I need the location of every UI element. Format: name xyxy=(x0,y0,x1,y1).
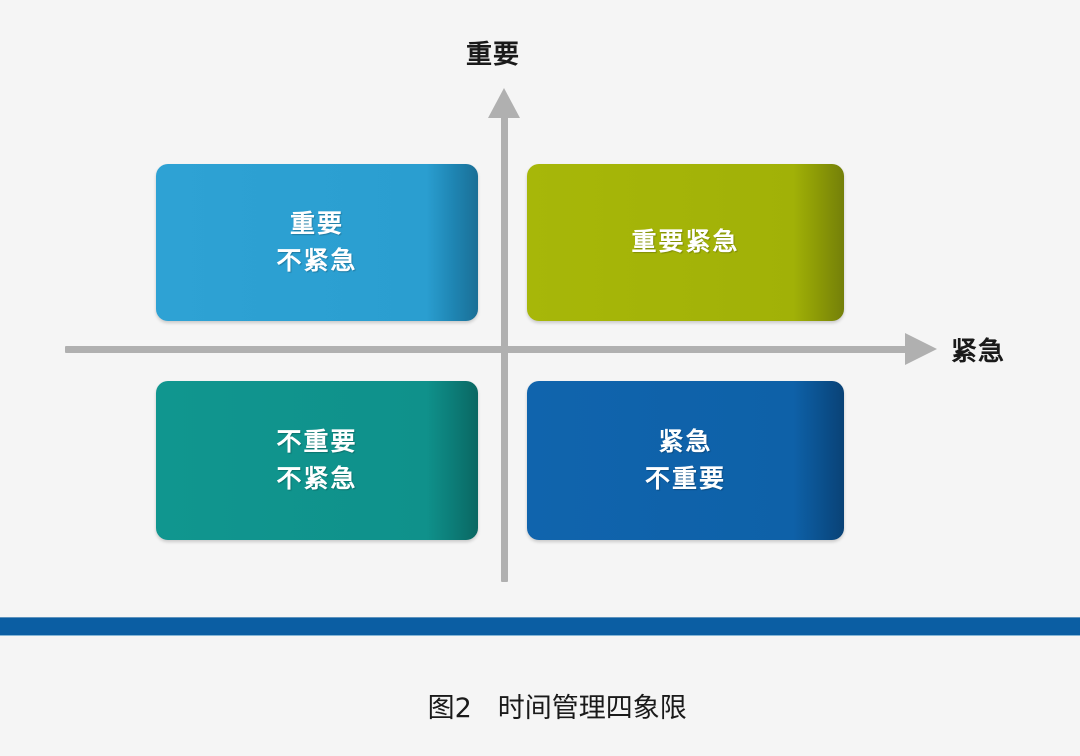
vertical-axis-arrow-icon xyxy=(488,88,520,118)
figure-caption-text: 时间管理四象限 xyxy=(497,693,687,724)
quadrant-important-not-urgent[interactable]: 重要 不紧急 xyxy=(156,164,478,321)
horizontal-axis-line xyxy=(65,346,920,353)
bottom-divider-rule xyxy=(0,617,1080,636)
quadrant-label-line1: 重要 xyxy=(289,210,344,239)
quadrant-not-important-not-urgent[interactable]: 不重要 不紧急 xyxy=(156,381,478,540)
quadrant-label-line1: 重要紧急 xyxy=(631,228,740,257)
quadrant-urgent-not-important[interactable]: 紧急 不重要 xyxy=(527,381,844,540)
quadrant-label-line1: 紧急 xyxy=(658,428,713,457)
vertical-axis-label: 重要 xyxy=(466,39,521,69)
horizontal-axis-arrow-icon xyxy=(905,333,937,365)
quadrant-label-line2: 不重要 xyxy=(644,464,726,493)
quadrant-label-line2: 不紧急 xyxy=(276,246,358,275)
quadrant-label-line2: 不紧急 xyxy=(276,464,358,493)
vertical-axis-line xyxy=(501,104,508,582)
horizontal-axis-label: 紧急 xyxy=(951,336,1006,366)
quadrant-label-line1: 不重要 xyxy=(276,428,358,457)
figure-caption-number: 图2 xyxy=(427,693,472,724)
figure-caption: 图2 时间管理四象限 xyxy=(0,655,1080,756)
quadrant-important-urgent[interactable]: 重要紧急 xyxy=(527,164,844,321)
